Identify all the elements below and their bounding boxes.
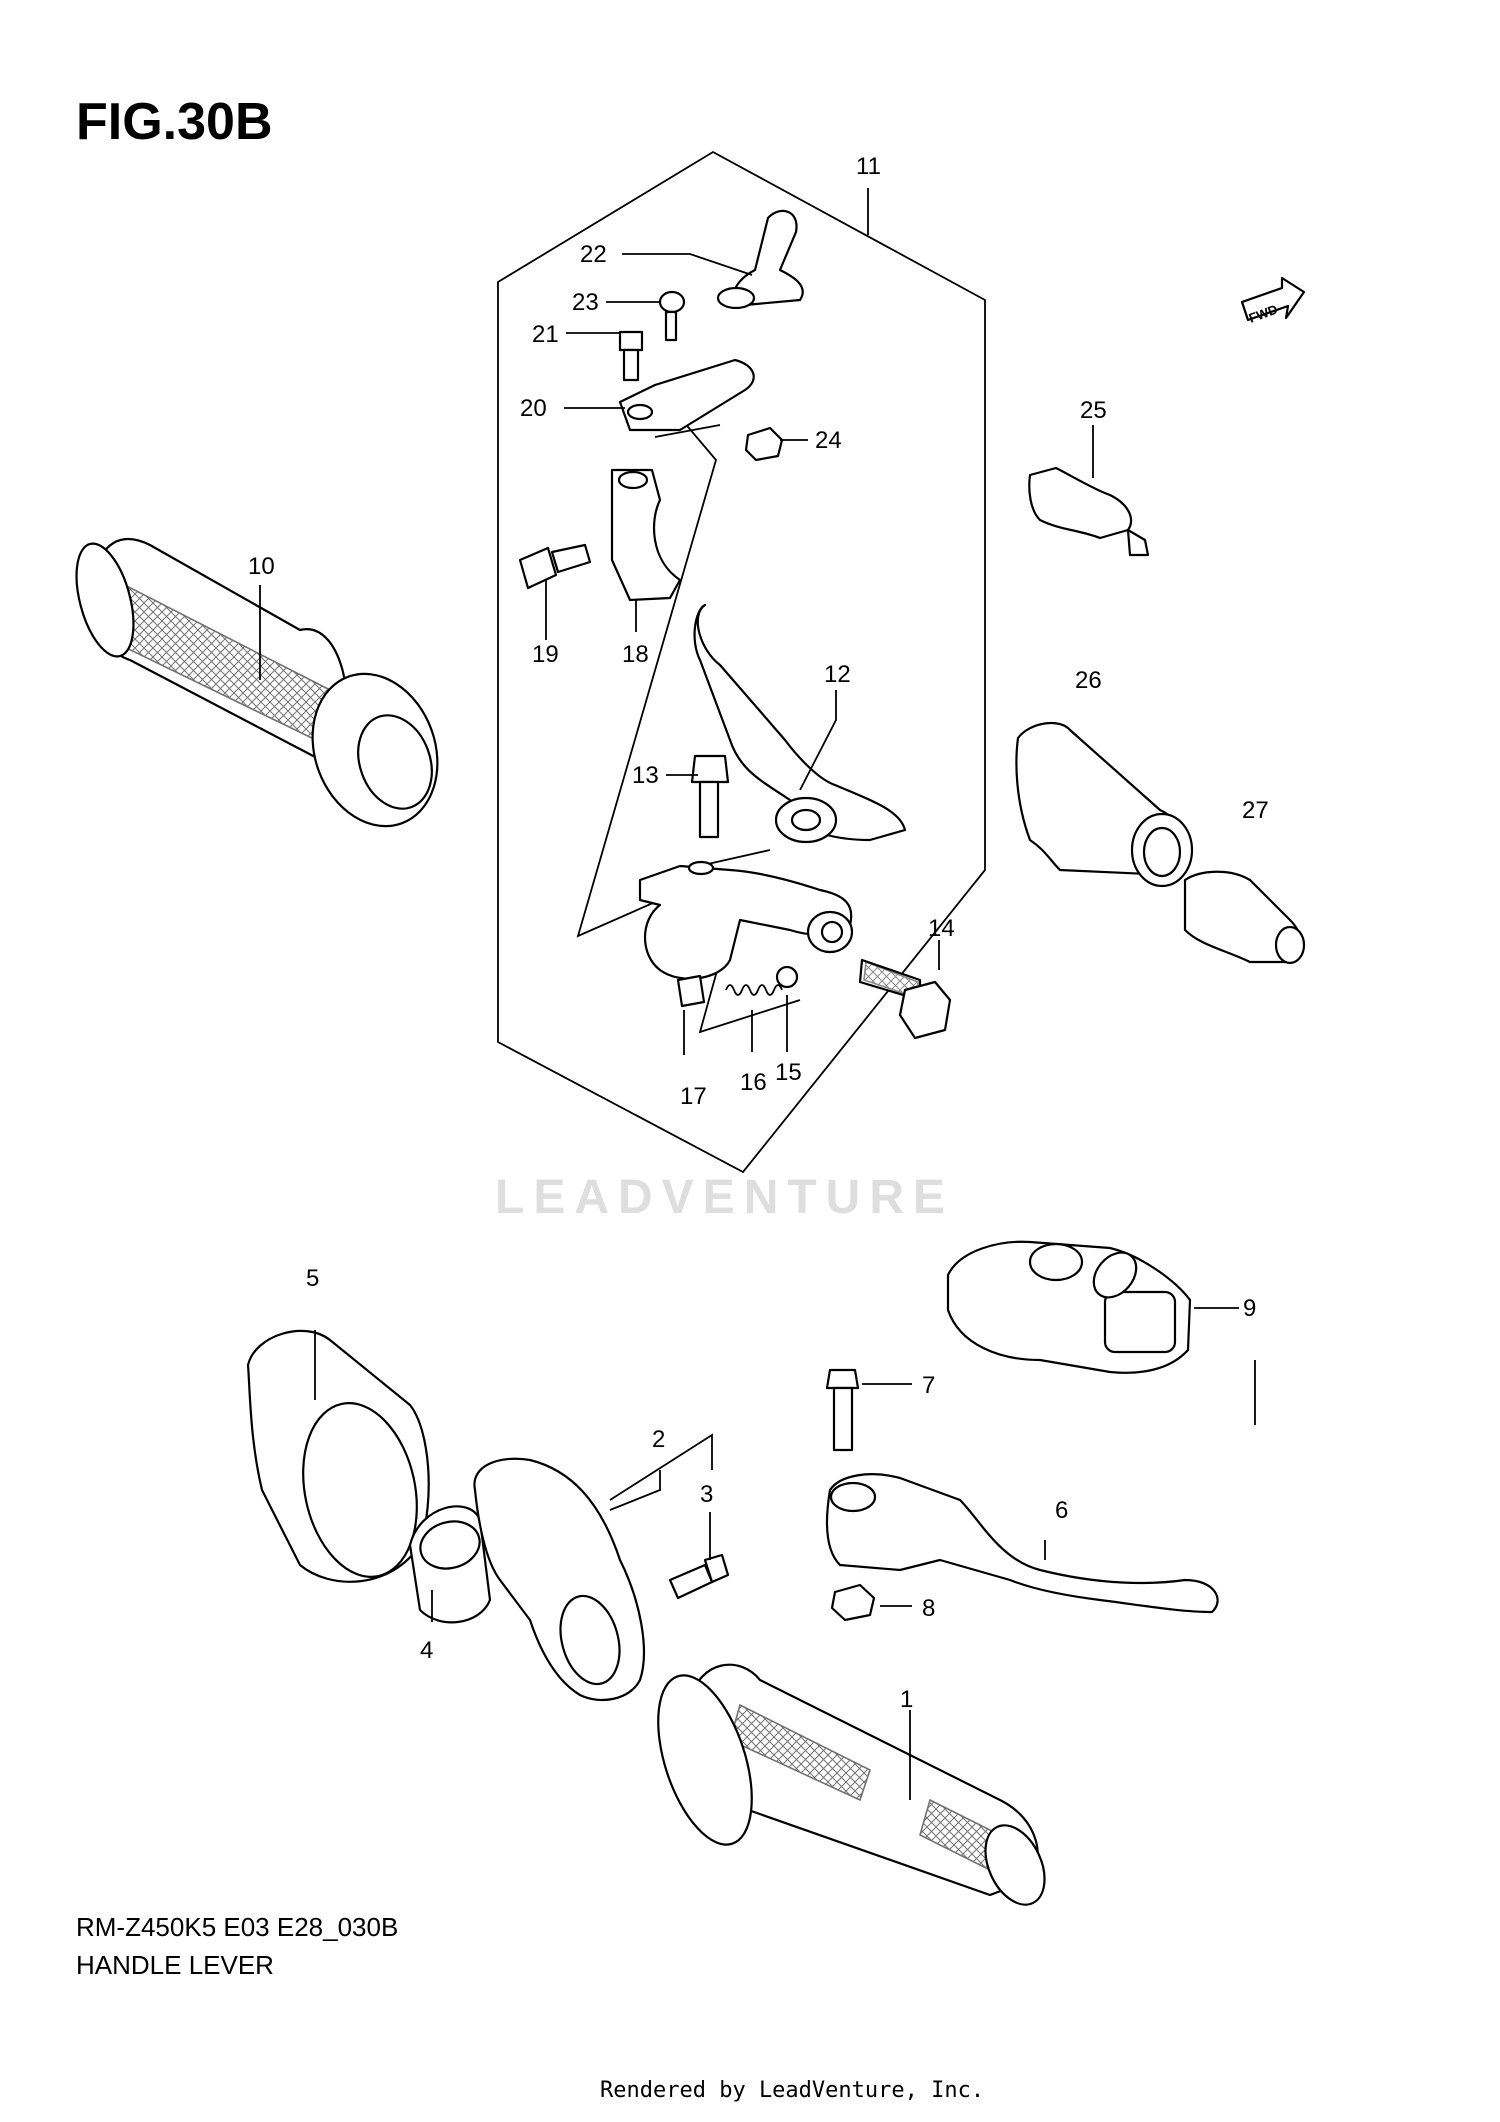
callout-12: 12: [824, 661, 851, 688]
callout-7: 7: [922, 1372, 935, 1399]
part-19: [518, 543, 592, 590]
callout-6: 6: [1055, 1497, 1068, 1524]
grip-10: [75, 538, 439, 828]
callout-20: 20: [520, 395, 547, 422]
callout-8: 8: [922, 1595, 935, 1622]
callout-17: 17: [680, 1083, 707, 1110]
part-17: [676, 974, 706, 1008]
callout-15: 15: [775, 1059, 802, 1086]
part-7: [825, 1368, 860, 1452]
callout-2: 2: [652, 1426, 665, 1453]
caption: HANDLE LEVER: [76, 1950, 274, 1980]
callout-27: 27: [1242, 797, 1269, 824]
part-14: [858, 958, 952, 1040]
part-13: [690, 754, 730, 839]
callout-1: 1: [900, 1686, 913, 1713]
fwd-arrow: FWD: [1240, 276, 1306, 326]
part-16: [725, 984, 783, 996]
part-12: [693, 603, 907, 844]
part-4: [408, 1505, 492, 1624]
callout-19: 19: [532, 641, 559, 668]
part-23: [658, 290, 686, 342]
part-22: [716, 209, 804, 310]
watermark: LEADVENTURE: [495, 1171, 955, 1224]
callout-24: 24: [815, 427, 842, 454]
part-8: [830, 1583, 876, 1622]
part-3: [668, 1553, 730, 1600]
callout-23: 23: [572, 289, 599, 316]
callout-3: 3: [700, 1481, 713, 1508]
callout-26: 26: [1075, 667, 1102, 694]
grip-1: [657, 1663, 1046, 1906]
part-24: [744, 426, 784, 462]
callout-18: 18: [622, 641, 649, 668]
guide-lines: [576, 407, 801, 1034]
callout-4: 4: [420, 1637, 433, 1664]
callout-16: 16: [740, 1069, 767, 1096]
callout-21: 21: [532, 321, 559, 348]
callout-5: 5: [306, 1265, 319, 1292]
part-6: [825, 1473, 1219, 1614]
callout-14: 14: [928, 915, 955, 942]
callout-9: 9: [1243, 1295, 1256, 1322]
part-18: [610, 468, 682, 602]
part-25: [1028, 466, 1150, 557]
callout-10: 10: [248, 553, 275, 580]
part-2: [473, 1457, 646, 1702]
part-27: [1183, 870, 1306, 965]
part-20: [618, 358, 755, 432]
callout-22: 22: [580, 241, 607, 268]
part-15: [775, 965, 799, 989]
lever-bracket: [638, 860, 854, 980]
assembly-11-boundary: [497, 150, 986, 1174]
part-9: [946, 1240, 1192, 1374]
model-code: RM-Z450K5 E03 E28_030B: [76, 1912, 399, 1942]
callout-13: 13: [632, 762, 659, 789]
callout-25: 25: [1080, 397, 1107, 424]
part-21: [618, 330, 644, 382]
figure-title: FIG.30B: [76, 93, 273, 151]
callout-11: 11: [856, 153, 881, 180]
leaders: [259, 188, 1256, 1800]
part-26: [1015, 722, 1194, 888]
render-note: Rendered by LeadVenture, Inc.: [600, 2078, 985, 2103]
part-5: [246, 1329, 430, 1583]
